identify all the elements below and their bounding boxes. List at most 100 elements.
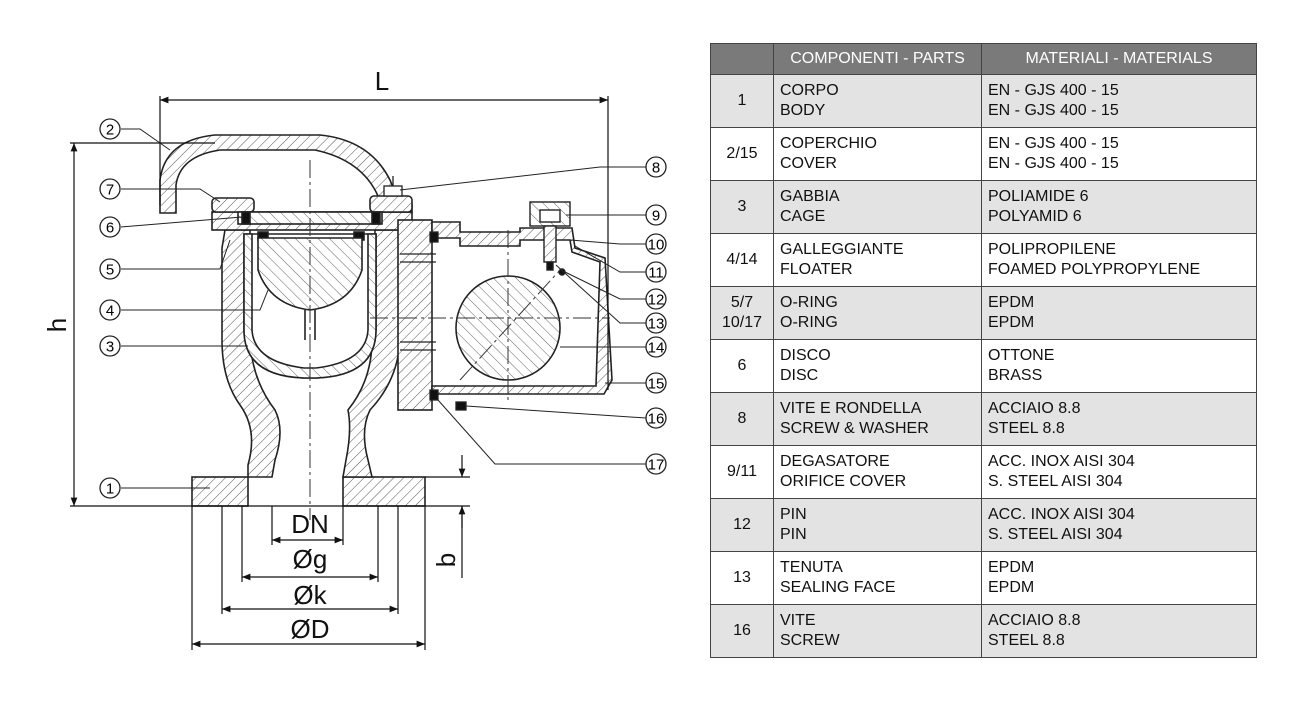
part-name-it: GALLEGGIANTE xyxy=(780,241,904,258)
part-number: 3 xyxy=(737,198,747,215)
part-name-it: COPERCHIO xyxy=(780,135,877,152)
part-number-cell: 8 xyxy=(710,392,774,446)
material-name-it: EN - GJS 400 - 15 xyxy=(988,135,1119,152)
dim-DN: DN xyxy=(291,509,329,539)
material-name-en: EN - GJS 400 - 15 xyxy=(988,102,1119,119)
balloon-label: 3 xyxy=(106,339,114,356)
balloon-3: 3 xyxy=(99,335,121,357)
dim-h: h xyxy=(42,318,72,332)
dimension-labels: L h b DN Øg Øk ØD xyxy=(42,66,461,644)
part-name-en: PIN xyxy=(780,526,807,543)
part-number-cell: 3 xyxy=(710,180,774,234)
balloon-label: 9 xyxy=(652,208,660,225)
balloon-label: 15 xyxy=(648,376,665,393)
balloon-15: 15 xyxy=(645,372,667,394)
balloon-17: 17 xyxy=(645,453,667,475)
balloon-label: 14 xyxy=(648,340,665,357)
balloon-4: 4 xyxy=(99,299,121,321)
dim-g: Øg xyxy=(293,544,328,574)
balloon-circle xyxy=(99,258,121,280)
balloon-label: 2 xyxy=(106,122,114,139)
material-name-en: EPDM xyxy=(988,314,1035,331)
part-number: 1 xyxy=(737,92,747,109)
balloon-label: 6 xyxy=(106,220,114,237)
part-name-en: CAGE xyxy=(780,208,826,225)
part-name-it: DEGASATORE xyxy=(780,453,890,470)
part-name-en: SCREW xyxy=(780,632,840,649)
material-name-it: ACC. INOX AISI 304 xyxy=(988,453,1135,470)
part-name-en: ORIFICE COVER xyxy=(780,473,907,490)
material-name-en: S. STEEL AISI 304 xyxy=(988,526,1123,543)
balloon-5: 5 xyxy=(99,258,121,280)
balloon-circle xyxy=(645,312,667,334)
part-cell: VITE SCREW xyxy=(773,604,982,658)
table-header-row: COMPONENTI - PARTS MATERIALI - MATERIALS xyxy=(710,43,1257,75)
balloon-circle xyxy=(645,453,667,475)
material-name-en: FOAMED POLYPROPYLENE xyxy=(988,261,1201,278)
material-name-en: BRASS xyxy=(988,367,1043,384)
part-number: 8 xyxy=(737,410,747,427)
balloon-label: 16 xyxy=(648,411,665,428)
part-name-en: BODY xyxy=(780,102,826,119)
part-name-it: GABBIA xyxy=(780,188,840,205)
material-name-en: STEEL 8.8 xyxy=(988,420,1065,437)
part-name-en: FLOATER xyxy=(780,261,853,278)
material-name-en: STEEL 8.8 xyxy=(988,632,1065,649)
header-parts: COMPONENTI - PARTS xyxy=(773,43,982,75)
part-number: 16 xyxy=(733,622,751,639)
dim-L: L xyxy=(375,66,389,96)
part-cell: VITE E RONDELLA SCREW & WASHER xyxy=(773,392,982,446)
table-row: 8 VITE E RONDELLA SCREW & WASHER ACCIAIO 8.… xyxy=(710,392,1257,446)
dim-D: ØD xyxy=(291,614,330,644)
balloon-10: 10 xyxy=(645,233,667,255)
part-name-en: SCREW & WASHER xyxy=(780,420,929,437)
balloon-label: 4 xyxy=(106,303,114,320)
part-name-it: VITE E RONDELLA xyxy=(780,400,922,417)
balloon-circle xyxy=(99,477,121,499)
balloon-16: 16 xyxy=(645,407,667,429)
part-number-cell: 2/15 xyxy=(710,127,774,181)
material-name-en: EPDM xyxy=(988,579,1035,596)
balloon-label: 17 xyxy=(648,457,665,474)
part-number: 2/15 xyxy=(726,145,758,162)
balloon-circle xyxy=(645,407,667,429)
balloon-circle xyxy=(99,299,121,321)
balloon-7: 7 xyxy=(99,178,121,200)
part-number: 5/7 xyxy=(730,294,754,311)
balloon-label: 5 xyxy=(106,262,114,279)
part-number-cell: 12 xyxy=(710,498,774,552)
part-name-it: O-RING xyxy=(780,294,838,311)
valve-cover xyxy=(159,134,413,214)
balloon-circle xyxy=(99,178,121,200)
balloon-12: 12 xyxy=(645,288,667,310)
balloon-label: 7 xyxy=(106,182,114,199)
orifice-assembly xyxy=(529,201,571,276)
part-name-it: PIN xyxy=(780,506,807,523)
material-name-it: OTTONE xyxy=(988,347,1055,364)
balloon-13: 13 xyxy=(645,312,667,334)
part-number-cell: 16 xyxy=(710,604,774,658)
material-name-it: EN - GJS 400 - 15 xyxy=(988,82,1119,99)
part-name-it: DISCO xyxy=(780,347,831,364)
material-name-it: ACCIAIO 8.8 xyxy=(988,400,1081,417)
part-name-it: VITE xyxy=(780,612,816,629)
balloon-circle xyxy=(99,335,121,357)
material-name-it: EPDM xyxy=(988,294,1035,311)
